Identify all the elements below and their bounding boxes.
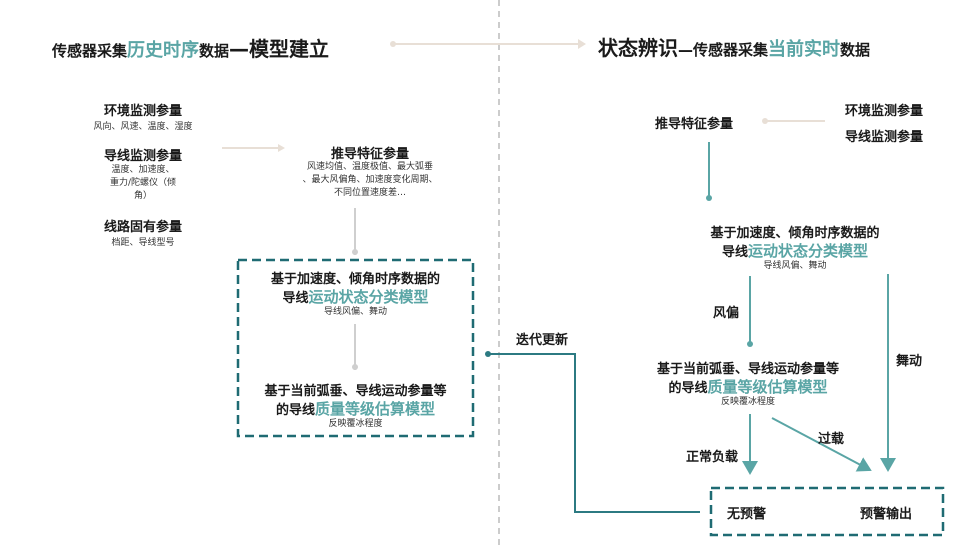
right-motion-line1: 基于加速度、倾角时序数据的 (710, 226, 880, 241)
right-motion-model-name: 运动状态分类模型 (748, 242, 869, 260)
iterate-connector-dot (485, 351, 491, 357)
left-line-sub: 档距、导线型号 (111, 238, 175, 248)
left-derived-sub: 风速均值、温度极值、最大弧垂 、最大风偏角、加速度变化周期、 不同位置速度差… (302, 162, 438, 198)
left-header: 传感器采集历史时序数据—模型建立 (52, 33, 329, 62)
right-motion-line2-prefix: 导线 (721, 245, 748, 260)
left-derived-title: 推导特征参量 (330, 147, 409, 162)
left-model-dashed-box (236, 258, 475, 438)
left-header-part1: 传感器采集 (52, 42, 128, 60)
left-cond-sub: 温度、加速度、 重力/陀螺仪（倾 角） (109, 165, 177, 201)
output-dashed-box (709, 486, 945, 537)
left-header-highlight: 历史时序 (127, 40, 200, 61)
left-quality-line1: 基于当前弧垂、导线运动参量等 (264, 384, 447, 399)
left-header-part3: 数据 (199, 42, 230, 60)
left-quality-line2: 的导线质量等级估算模型 (240, 398, 471, 419)
right-derived-to-motion-dot (706, 195, 712, 201)
iterate-label: 迭代更新 (516, 333, 569, 348)
left-quality-model-name: 质量等级估算模型 (315, 400, 436, 418)
right-overload-label: 过载 (818, 432, 845, 447)
right-quality-line2: 的导线质量等级估算模型 (633, 376, 863, 397)
left-quality-line2-prefix: 的导线 (275, 403, 315, 418)
right-motion-sub: 导线风偏、舞动 (763, 261, 827, 271)
right-wind-arrow-dot (747, 341, 753, 347)
right-overload-arrow (771, 417, 872, 472)
left-header-part4: —模型建立 (229, 37, 330, 61)
right-derived-title: 推导特征参量 (655, 117, 734, 132)
left-motion-line1: 基于加速度、倾角时序数据的 (270, 272, 440, 287)
right-quality-model-name: 质量等级估算模型 (707, 378, 828, 396)
left-motion-model-name: 运动状态分类模型 (308, 288, 429, 306)
left-env-title: 环境监测参量 (103, 104, 182, 119)
left-derived-to-box-dot (352, 249, 358, 255)
left-line-title: 线路固有参量 (103, 220, 182, 235)
left-motion-line2: 导线运动状态分类模型 (240, 286, 471, 307)
left-inner-connector-dot (352, 364, 358, 370)
right-wind-label: 风偏 (713, 306, 740, 321)
left-input-arrow-head (278, 144, 285, 152)
right-quality-line2-prefix: 的导线 (668, 381, 708, 396)
no-warning-label: 无预警 (727, 507, 767, 522)
left-motion-sub: 导线风偏、舞动 (323, 307, 387, 317)
right-header-part4: 数据 (840, 41, 871, 59)
iterate-connector (488, 353, 700, 513)
right-quality-line1: 基于当前弧垂、导线运动参量等 (656, 362, 839, 377)
right-gallop-label: 舞动 (896, 354, 923, 369)
warning-output-label: 预警输出 (860, 507, 913, 522)
right-env-title: 环境监测参量 (845, 104, 924, 119)
header-arrow-start (390, 41, 396, 47)
left-quality-sub: 反映覆冰程度 (328, 419, 383, 429)
left-cond-title: 导线监测参量 (103, 149, 182, 164)
right-cond-title: 导线监测参量 (845, 130, 924, 145)
right-header-part2: —传感器采集 (678, 41, 769, 59)
right-header-part1: 状态辨识 (598, 36, 678, 60)
right-quality-sub: 反映覆冰程度 (720, 397, 775, 407)
left-env-sub: 风向、风速、温度、湿度 (93, 122, 193, 132)
right-motion-line2: 导线运动状态分类模型 (680, 240, 910, 261)
left-motion-line2-prefix: 导线 (282, 291, 309, 306)
right-normal-label: 正常负载 (686, 450, 739, 465)
right-header: 状态辨识—传感器采集当前实时数据 (598, 32, 870, 61)
right-header-highlight: 当前实时 (768, 39, 841, 60)
right-input-arrow-dot (762, 118, 768, 124)
header-arrow-head (578, 39, 586, 49)
